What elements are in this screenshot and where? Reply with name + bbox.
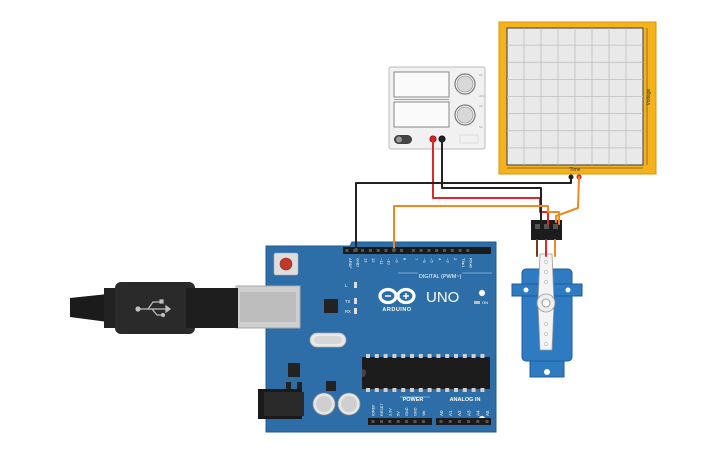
analog-header[interactable] bbox=[436, 418, 491, 425]
analog-pin-hole[interactable] bbox=[439, 420, 443, 423]
power-pin-labels: IOREF RESET 3.3V 5V GND GND Vin bbox=[372, 403, 426, 416]
digital-pin-label: AREF bbox=[348, 258, 353, 269]
digital-pin-label: TX▸1 bbox=[461, 258, 466, 268]
power-pin-label: Vin bbox=[422, 411, 426, 416]
power-pin-hole[interactable] bbox=[413, 420, 417, 423]
brand-logo-text: ARDUINO bbox=[382, 307, 411, 313]
power-pin-hole[interactable] bbox=[388, 420, 392, 423]
current-display bbox=[393, 101, 450, 128]
analog-header-label: ANALOG IN bbox=[450, 397, 481, 403]
digital-pin-hole[interactable] bbox=[400, 249, 404, 252]
digital-pin-hole[interactable] bbox=[345, 249, 349, 252]
digital-pin-hole[interactable] bbox=[368, 249, 372, 252]
digital-pin-hole[interactable] bbox=[376, 249, 380, 252]
analog-pin-label: A4 bbox=[476, 410, 481, 416]
power-pin-hole[interactable] bbox=[396, 420, 400, 423]
digital-pin-hole[interactable] bbox=[384, 249, 388, 252]
atmega-chip bbox=[362, 354, 490, 392]
digital-pin-label: ~11 bbox=[379, 258, 384, 265]
power-pin-label: GND bbox=[405, 407, 409, 416]
led-label: TX bbox=[345, 299, 351, 304]
digital-pin-label: RX◂0 bbox=[469, 258, 474, 269]
digital-pin-hole[interactable] bbox=[458, 249, 462, 252]
digital-pin-hole[interactable] bbox=[442, 249, 446, 252]
power-header[interactable] bbox=[368, 418, 432, 425]
analog-pin-label: A1 bbox=[448, 410, 453, 416]
digital-pin-label: 4 bbox=[437, 258, 442, 261]
on-label: ON bbox=[482, 300, 488, 305]
knob-mark-3: 5A bbox=[479, 125, 483, 129]
digital-pin-label: ~6 bbox=[422, 258, 427, 263]
time-axis-label: Time bbox=[570, 167, 581, 173]
digital-pin-hole[interactable] bbox=[361, 249, 365, 252]
digital-header-label: DIGITAL (PWM~) bbox=[419, 274, 462, 280]
servo-connector[interactable] bbox=[531, 220, 562, 240]
power-pin-label: GND bbox=[414, 407, 418, 416]
digital-header[interactable] bbox=[343, 247, 491, 254]
wire-orange-to-scope bbox=[555, 176, 580, 223]
led-label: RX bbox=[345, 309, 351, 314]
power-pin-hole[interactable] bbox=[379, 420, 383, 423]
power-supply[interactable]: 0V 30V 0A 5A bbox=[388, 66, 486, 150]
digital-pin-label: ~3 bbox=[445, 258, 450, 263]
on-led bbox=[474, 301, 480, 304]
voltage-display bbox=[393, 71, 450, 98]
analog-pin-label: A5 bbox=[485, 410, 490, 416]
knob-mark-1: 30V bbox=[479, 94, 484, 98]
usb-cable[interactable] bbox=[70, 282, 301, 334]
power-pin-hole[interactable] bbox=[371, 420, 375, 423]
digital-pin-hole[interactable] bbox=[466, 249, 470, 252]
usb-chip bbox=[324, 299, 338, 313]
analog-pin-label: A0 bbox=[439, 410, 444, 416]
knob-mark-2: 0A bbox=[479, 104, 483, 108]
wire-black-gnd bbox=[355, 176, 572, 250]
reset-button[interactable] bbox=[279, 257, 293, 271]
analog-pin-labels: A0 A1 A2 A3 A4 A5 bbox=[439, 410, 490, 416]
analog-pin-label: A2 bbox=[457, 410, 462, 416]
oscilloscope-grid bbox=[507, 28, 643, 165]
led-label: L bbox=[345, 283, 348, 288]
analog-pin-hole[interactable] bbox=[476, 420, 480, 423]
model-label: UNO bbox=[426, 289, 459, 306]
usb-icon bbox=[135, 299, 171, 318]
power-header-label: POWER bbox=[403, 397, 424, 403]
digital-pin-label: ~9 bbox=[395, 258, 400, 263]
analog-pin-hole[interactable] bbox=[457, 420, 461, 423]
analog-pin-hole[interactable] bbox=[485, 420, 489, 423]
power-pin-label: RESET bbox=[380, 403, 384, 416]
power-pin-hole[interactable] bbox=[421, 420, 425, 423]
digital-pin-label: 7 bbox=[414, 258, 419, 261]
oscilloscope[interactable]: Time Voltage bbox=[498, 21, 657, 180]
digital-pin-label: 8 bbox=[402, 258, 407, 261]
power-pin-hole[interactable] bbox=[405, 420, 409, 423]
analog-pin-label: A3 bbox=[466, 410, 471, 416]
digital-pin-hole[interactable] bbox=[427, 249, 431, 252]
analog-pin-hole[interactable] bbox=[467, 420, 471, 423]
servo-motor[interactable] bbox=[511, 220, 583, 378]
digital-pin-label: ~10 bbox=[387, 258, 392, 266]
digital-pin-hole[interactable] bbox=[450, 249, 454, 252]
arduino-logo bbox=[378, 287, 416, 305]
digital-pin-label: 12 bbox=[371, 258, 376, 263]
digital-pin-hole[interactable] bbox=[411, 249, 415, 252]
digital-pin-label: 2 bbox=[453, 258, 458, 261]
digital-pin-hole[interactable] bbox=[419, 249, 423, 252]
status-leds: L TX RX bbox=[345, 283, 351, 314]
knob-mark-0: 0V bbox=[479, 73, 483, 77]
servo-horn[interactable] bbox=[536, 253, 556, 351]
voltage-axis-label: Voltage bbox=[646, 88, 652, 105]
power-pin-label: IOREF bbox=[372, 404, 376, 416]
power-pin-label: 3.3V bbox=[388, 408, 392, 416]
digital-pin-hole[interactable] bbox=[435, 249, 439, 252]
digital-pin-label: 13 bbox=[363, 258, 368, 263]
analog-pin-hole[interactable] bbox=[448, 420, 452, 423]
digital-pin-label: ~5 bbox=[430, 258, 435, 263]
power-pin-label: 5V bbox=[397, 411, 401, 416]
wires[interactable] bbox=[355, 140, 580, 257]
digital-pin-label: GND bbox=[356, 258, 361, 267]
